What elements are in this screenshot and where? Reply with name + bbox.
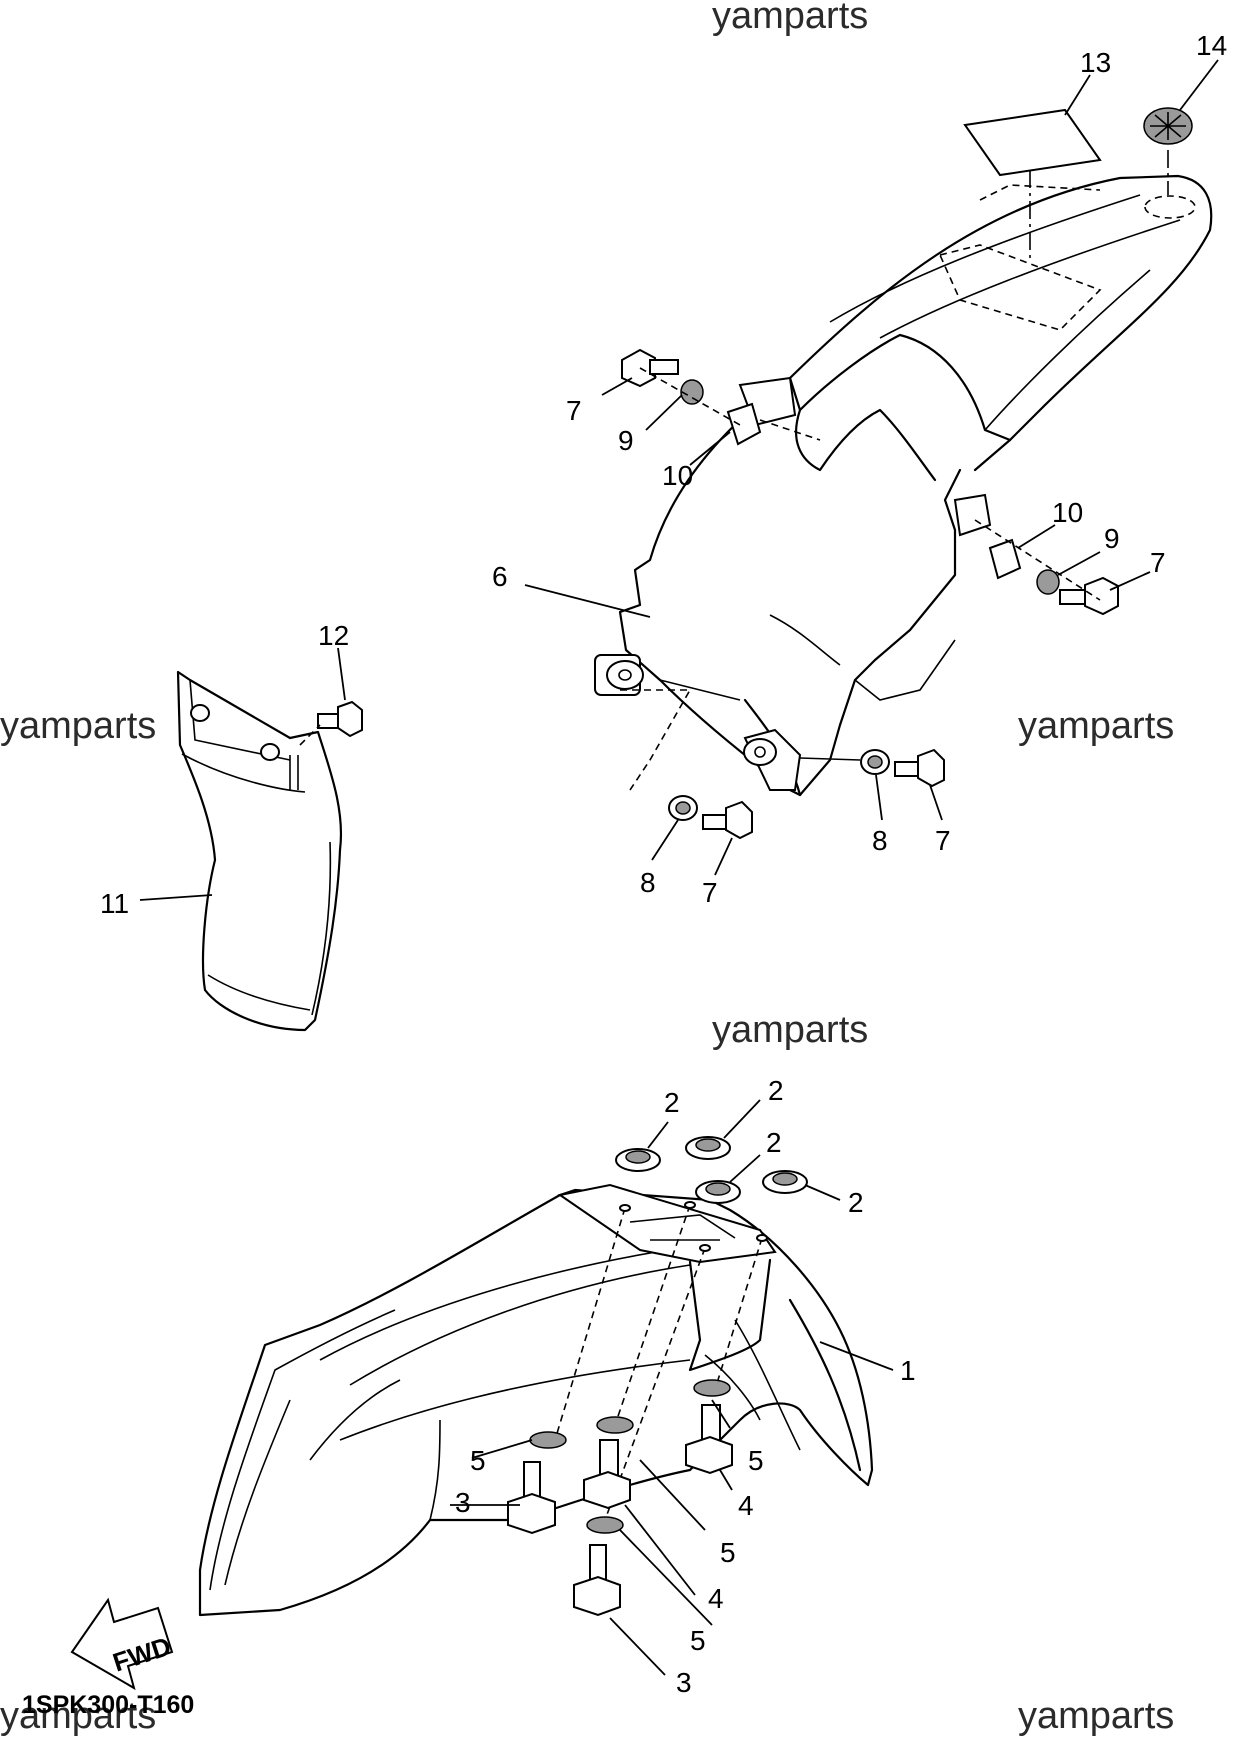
callout-5: 5 [748, 1445, 764, 1476]
bolt-12 [317, 700, 363, 738]
diagram-code: 1SPK300-T160 [22, 1691, 194, 1719]
callout-6: 6 [492, 561, 508, 592]
callout-7: 7 [702, 877, 718, 908]
bolt-7-right [1059, 576, 1119, 616]
grommet-2-b [685, 1136, 731, 1160]
callout-9: 9 [618, 425, 634, 456]
callout-2: 2 [768, 1075, 784, 1106]
bolt-4-right [685, 1404, 733, 1475]
washer-9-right [1036, 569, 1060, 595]
fwd-arrow-icon: FWD [70, 1597, 175, 1691]
nut-10-right [988, 538, 1022, 580]
callout-5: 5 [470, 1445, 486, 1476]
callout-4: 4 [708, 1583, 724, 1614]
washer-5-c [693, 1379, 731, 1397]
callout-10: 10 [1052, 497, 1083, 528]
callout-3: 3 [676, 1667, 692, 1698]
callout-3: 3 [455, 1487, 471, 1518]
callout-12: 12 [318, 620, 349, 651]
bolt-4-middle [583, 1439, 631, 1510]
callout-11: 11 [100, 888, 129, 919]
callout-2: 2 [664, 1087, 680, 1118]
collar-8-right [860, 749, 890, 775]
callout-9: 9 [1104, 523, 1120, 554]
grommet-2-d [762, 1170, 808, 1194]
washer-5-a [529, 1431, 567, 1449]
nut-10-upper-left [726, 402, 762, 446]
callout-1: 1 [900, 1355, 916, 1386]
washer-9-upper-left [680, 379, 704, 405]
callout-4: 4 [738, 1490, 754, 1521]
watermark-right: yamparts [1018, 705, 1174, 747]
emblem-14 [1143, 107, 1193, 145]
rear-fender [594, 174, 1213, 797]
callout-13: 13 [1080, 47, 1111, 78]
grommet-2-a [615, 1148, 661, 1172]
callout-5: 5 [690, 1625, 706, 1656]
bolt-3-upper [507, 1461, 556, 1535]
decal-13 [963, 108, 1102, 177]
bolt-7-upper-left [621, 348, 679, 388]
callout-8: 8 [640, 867, 656, 898]
callout-2: 2 [848, 1187, 864, 1218]
bolt-7-lower-right [894, 748, 945, 788]
callout-5: 5 [720, 1537, 736, 1568]
mud-flap [176, 670, 343, 1032]
collar-8-left [668, 795, 698, 821]
callout-numbers: 13 14 7 9 10 6 10 9 7 8 7 8 7 11 12 2 2 … [100, 30, 1227, 1698]
grommet-2-c [695, 1180, 741, 1204]
watermark-left: yamparts [0, 705, 156, 747]
watermark-bottom-left: yamparts [0, 1695, 156, 1737]
watermark-middle: yamparts [712, 1009, 868, 1051]
callout-10: 10 [662, 460, 693, 491]
callout-7: 7 [1150, 547, 1166, 578]
bolt-3-lower [573, 1544, 621, 1617]
washer-5-d [586, 1516, 624, 1534]
callout-7: 7 [935, 825, 951, 856]
callout-7: 7 [566, 395, 582, 426]
front-fender [198, 1183, 874, 1617]
callout-2: 2 [766, 1127, 782, 1158]
watermark-bottom-right: yamparts [1018, 1695, 1174, 1737]
callout-8: 8 [872, 825, 888, 856]
watermark-top: yamparts [712, 0, 868, 37]
callout-14: 14 [1196, 30, 1227, 61]
washer-5-b [596, 1416, 634, 1434]
leader-lines [139, 59, 1219, 1676]
bolt-7-left [702, 800, 753, 840]
